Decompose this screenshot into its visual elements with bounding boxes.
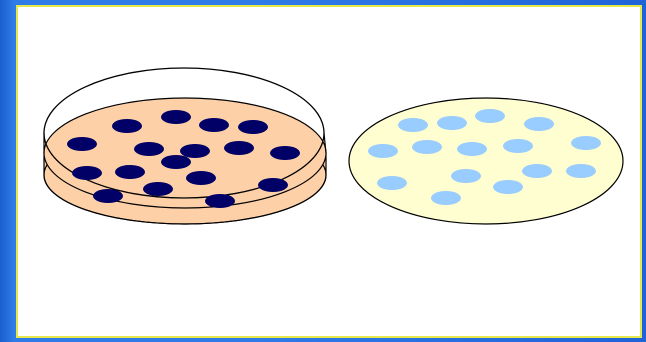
left-dish-colony (186, 171, 216, 185)
left-dish-colony (180, 144, 210, 158)
right-plate-colony (503, 139, 533, 153)
left-dish-colony (143, 182, 173, 196)
right-plate-colony (524, 117, 554, 131)
right-plate-colony (457, 142, 487, 156)
right-plate-colony (571, 136, 601, 150)
left-dish-colony (112, 119, 142, 133)
right-plate-colony (412, 140, 442, 154)
right-plate-colony (431, 191, 461, 205)
right-plate-colony (566, 164, 596, 178)
left-dish-colony (134, 142, 164, 156)
left-dish-colony (224, 141, 254, 155)
left-dish-colony (270, 146, 300, 160)
left-dish-colony (161, 155, 191, 169)
right-plate-colony (451, 169, 481, 183)
left-dish-colony (93, 189, 123, 203)
right-plate-colony (437, 116, 467, 130)
left-dish-colony (67, 137, 97, 151)
right-plate-colony (522, 164, 552, 178)
left-dish-colony (205, 194, 235, 208)
right-agar-plate (349, 98, 623, 224)
left-dish-colony (199, 118, 229, 132)
right-plate-colony (398, 118, 428, 132)
right-plate-colony (493, 180, 523, 194)
right-plate-colony (377, 176, 407, 190)
left-petri-dish (44, 68, 326, 224)
right-plate-colony (368, 144, 398, 158)
right-plate-colony (475, 109, 505, 123)
left-dish-colony (72, 166, 102, 180)
left-dish-colony (115, 165, 145, 179)
left-dish-colony (238, 120, 268, 134)
left-dish-colony (161, 110, 191, 124)
left-dish-colony (258, 178, 288, 192)
